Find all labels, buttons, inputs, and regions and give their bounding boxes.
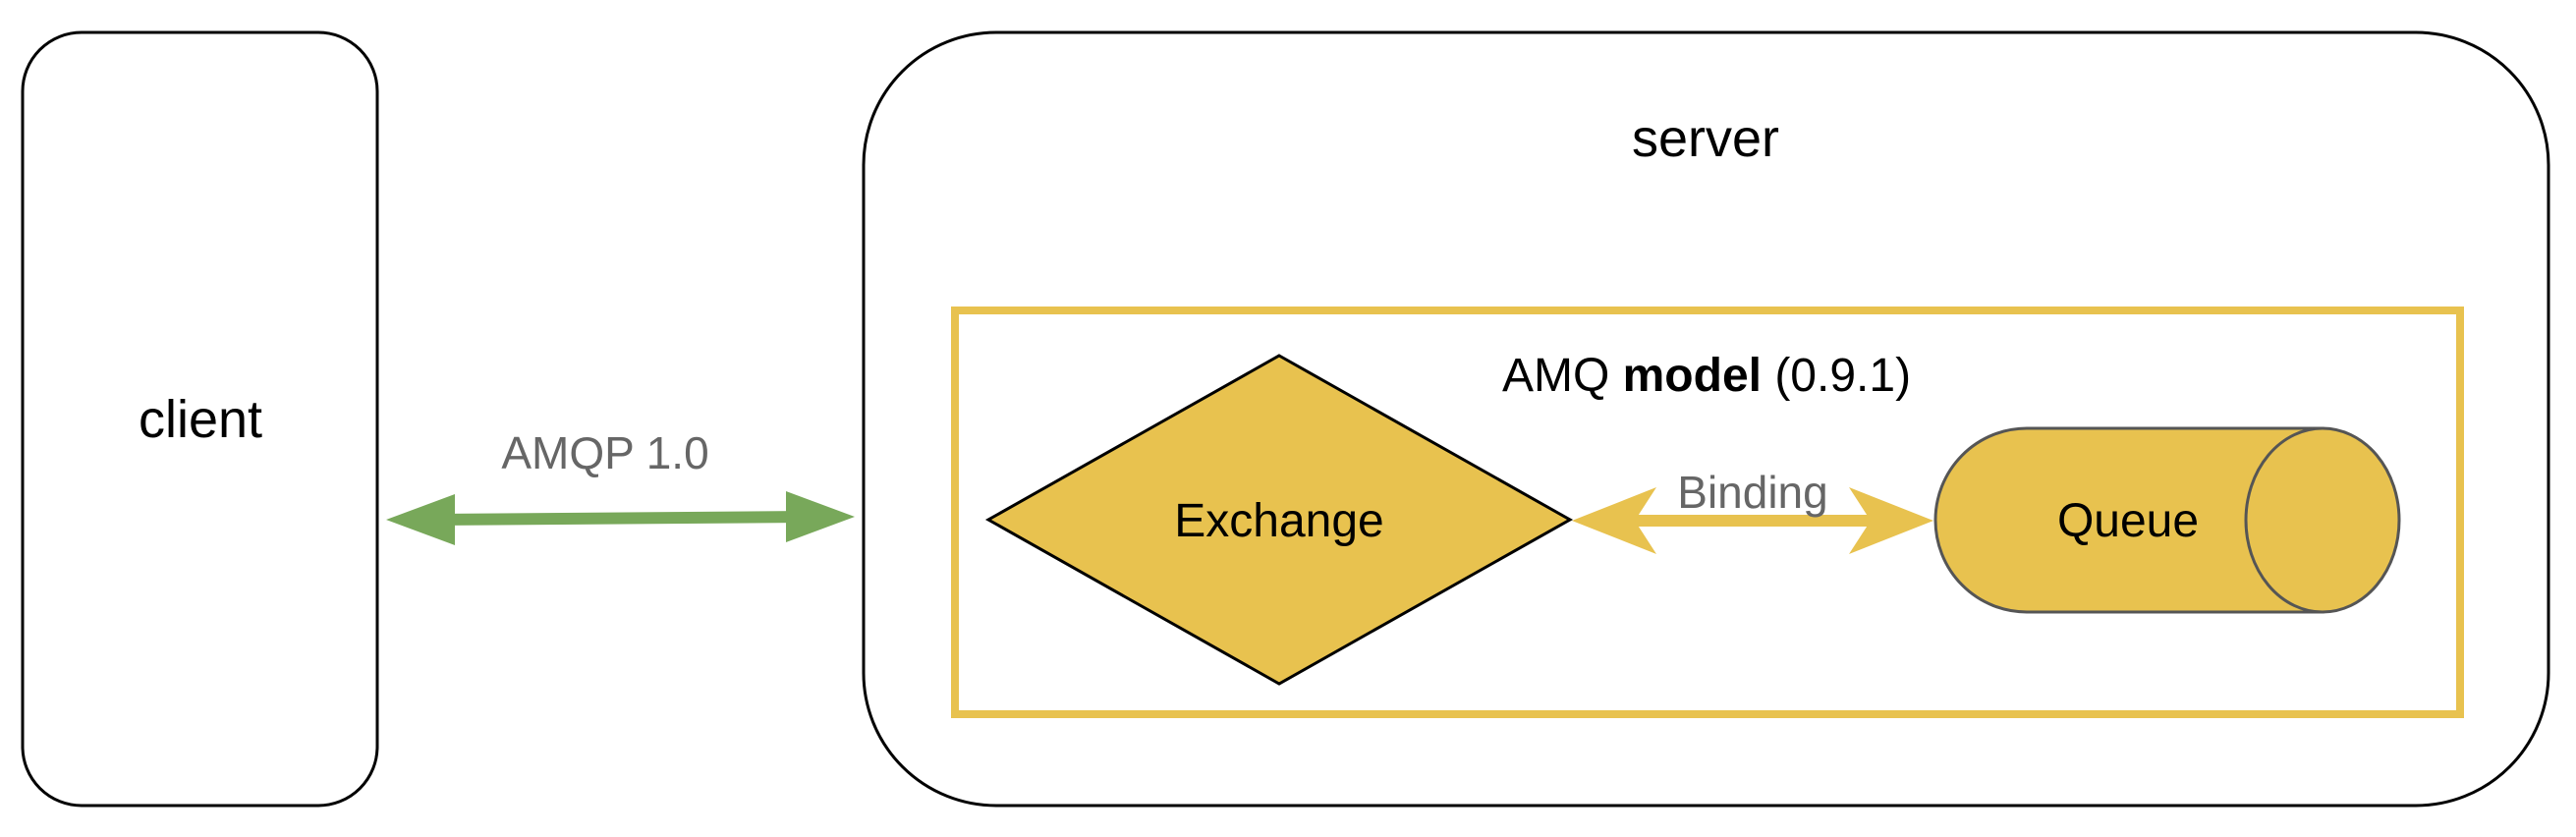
exchange-node: Exchange — [984, 354, 1574, 686]
model-title-prefix: AMQ — [1502, 350, 1623, 402]
queue-cylinder-end — [2244, 426, 2401, 614]
client-node: client — [21, 30, 379, 808]
amqp-link-label: AMQP 1.0 — [501, 427, 708, 478]
binding-label: Binding — [1677, 467, 1827, 518]
client-label: client — [139, 390, 262, 449]
queue-cylinder-body — [1933, 426, 2324, 614]
amqp-link: AMQP 1.0 — [386, 427, 855, 545]
binding-link: Binding — [1572, 467, 1933, 554]
exchange-label: Exchange — [1174, 495, 1384, 547]
model-frame: AMQ model (0.9.1) — [951, 307, 2464, 718]
server-label: server — [1632, 109, 1779, 168]
client-box — [21, 30, 379, 808]
amqp-link-line — [431, 511, 809, 526]
queue-label: Queue — [2057, 495, 2199, 547]
binding-arrowhead-right — [1849, 487, 1933, 554]
model-title-bold: model — [1623, 350, 1762, 402]
queue-node: Queue — [1933, 426, 2401, 614]
model-title: AMQ model (0.9.1) — [1502, 350, 1911, 402]
server-node: server — [862, 30, 2550, 808]
model-title-suffix: (0.9.1) — [1762, 350, 1911, 402]
amqp-link-arrowhead-right — [786, 491, 855, 542]
binding-arrowhead-left — [1572, 487, 1656, 554]
amqp-link-arrowhead-left — [386, 494, 455, 545]
model-box — [951, 307, 2464, 718]
exchange-diamond — [984, 354, 1574, 686]
